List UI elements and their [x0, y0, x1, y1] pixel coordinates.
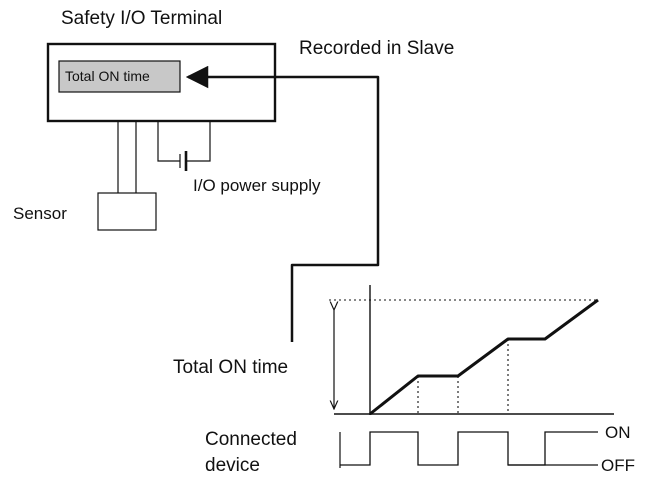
sensor-label: Sensor [13, 204, 67, 223]
off-label: OFF [601, 456, 635, 475]
recorded-arrow [185, 65, 380, 342]
on-label: ON [605, 423, 631, 442]
power-wire-left [157, 121, 180, 162]
connected-label-line1: Connected [205, 429, 297, 450]
power-supply-label: I/O power supply [193, 176, 321, 195]
connected-label-line2: device [205, 455, 260, 476]
terminal-title: Safety I/O Terminal [61, 8, 222, 29]
recorded-in-slave-label: Recorded in Slave [299, 38, 454, 59]
accumulated-time-line [369, 298, 599, 416]
device-waveform [340, 431, 598, 466]
power-wire-right [186, 121, 211, 162]
sensor-box [97, 192, 157, 231]
total-on-time-axis-label: Total ON time [173, 357, 288, 378]
total-on-time-box [58, 60, 181, 93]
total-on-time-box-label: Total ON time [65, 68, 150, 84]
